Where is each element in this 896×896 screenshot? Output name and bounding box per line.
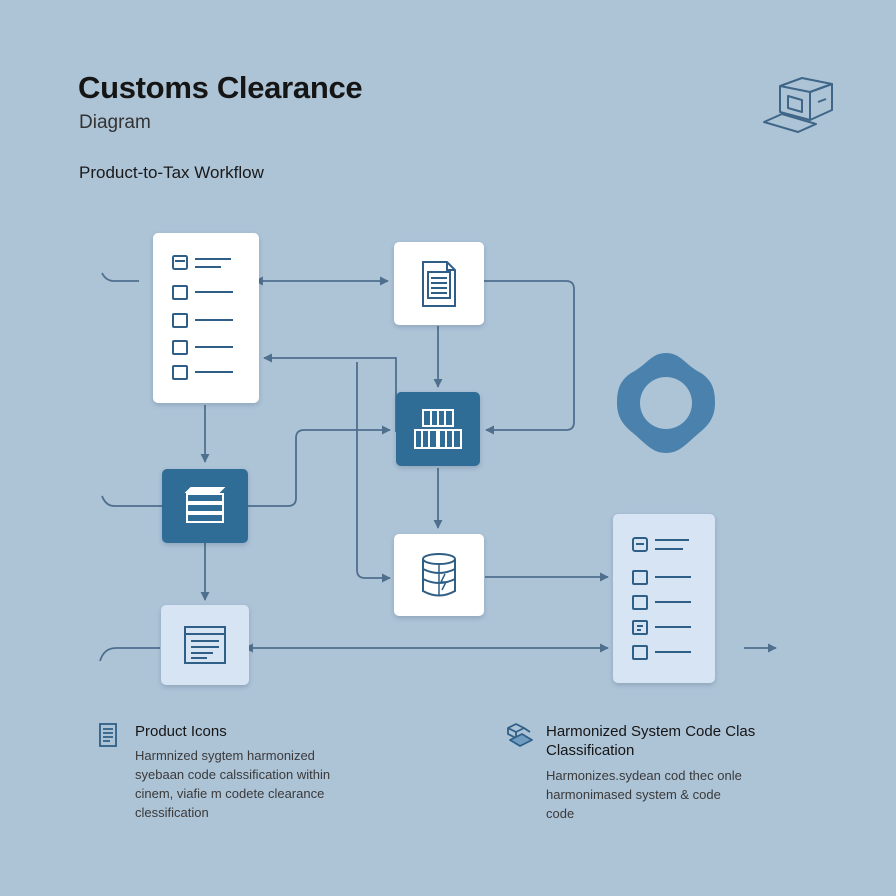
- declaration-form-card[interactable]: [161, 605, 249, 685]
- legend-left-title: Product Icons: [135, 723, 227, 740]
- package-stack-icon: [504, 720, 534, 755]
- page-title: Customs Clearance: [78, 70, 363, 105]
- rounded-ring-icon: [615, 351, 717, 460]
- document-icon: [98, 722, 118, 753]
- tariff-stack-card[interactable]: [162, 469, 248, 543]
- product-checklist-card[interactable]: [153, 233, 259, 403]
- legend-right-title: Harmonized System Code Clas Classificati…: [546, 723, 756, 759]
- page-subtitle: Diagram: [79, 112, 151, 133]
- document-card[interactable]: [394, 242, 484, 325]
- legend-left-description: Harmnized sygtem harmonized syebaan code…: [135, 748, 331, 820]
- open-box-icon: [758, 72, 838, 139]
- duty-checklist-panel[interactable]: [613, 514, 715, 683]
- legend-right-description: Harmonizes.sydean cod thec onle harmonim…: [546, 768, 742, 821]
- database-card[interactable]: [394, 534, 484, 616]
- hs-classification-card[interactable]: [396, 392, 480, 466]
- workflow-label: Product-to-Tax Workflow: [79, 163, 264, 182]
